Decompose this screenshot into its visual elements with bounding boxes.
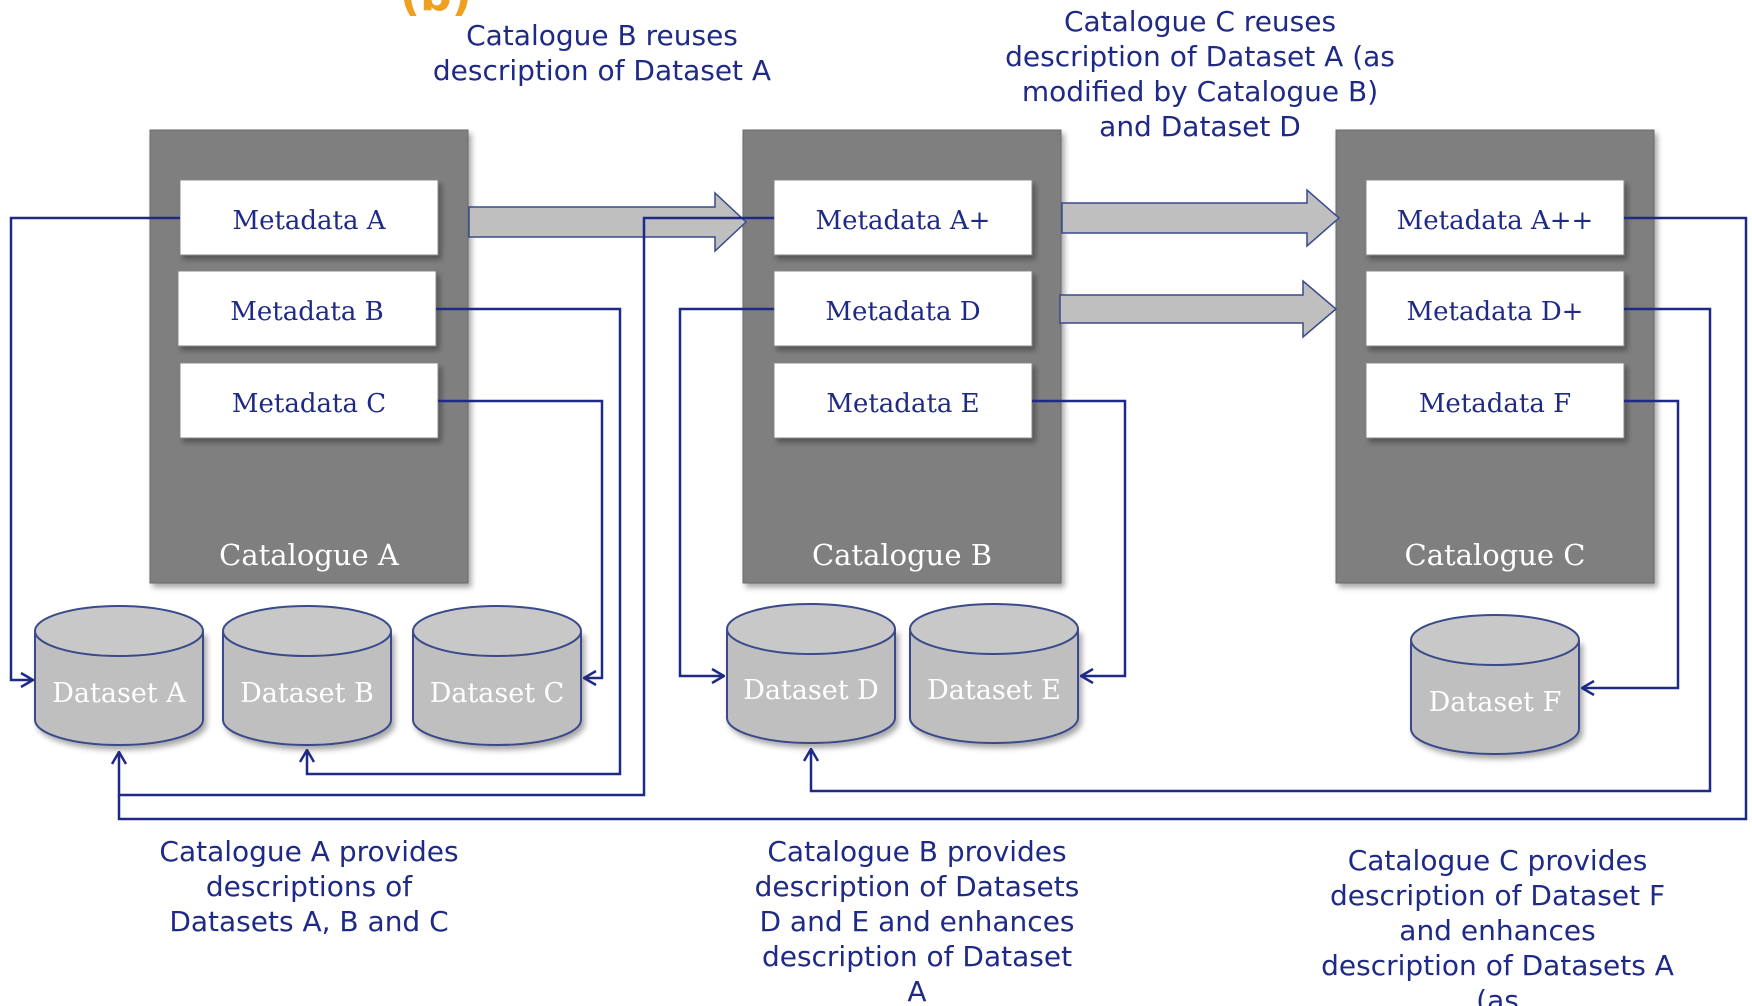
dataset-f: Dataset F xyxy=(1410,614,1580,755)
note-reuse-c: Catalogue C reuses description of Datase… xyxy=(1005,5,1395,143)
metadata-label: Metadata A++ xyxy=(1397,206,1594,236)
metadata-b-box: Metadata B xyxy=(177,270,437,347)
metadata-c-box: Metadata C xyxy=(179,362,439,439)
metadata-label: Metadata D+ xyxy=(1407,297,1584,327)
metadata-label: Metadata A+ xyxy=(816,206,991,236)
catalogue-a-title: Catalogue A xyxy=(219,538,400,572)
metadata-label: Metadata F xyxy=(1419,389,1571,419)
metadata-label: Metadata C xyxy=(232,389,386,419)
metadata-d-plus-box: Metadata D+ xyxy=(1365,270,1625,347)
metadata-f-box: Metadata F xyxy=(1365,362,1625,439)
reuse-arrow-a-to-b xyxy=(468,191,748,253)
note-provide-a: Catalogue A provides descriptions of Dat… xyxy=(159,835,459,938)
connector-metadata-e-to-dataset-e xyxy=(1032,399,1127,676)
reuse-arrow-aplus-to-c xyxy=(1061,188,1341,248)
connector-metadata-c-to-dataset-c xyxy=(438,399,604,678)
connector-metadata-dplus-to-dataset-d xyxy=(811,307,1712,793)
metadata-label: Metadata D xyxy=(825,297,980,327)
metadata-a-box: Metadata A xyxy=(179,179,439,256)
connector-metadata-a-to-dataset-a xyxy=(9,216,180,680)
metadata-label: Metadata E xyxy=(826,389,979,419)
metadata-label: Metadata A xyxy=(232,206,386,236)
dataset-e: Dataset E xyxy=(909,603,1079,744)
dataset-label: Dataset A xyxy=(52,678,186,709)
dataset-label: Dataset C xyxy=(430,678,565,709)
connector-metadata-aplus-to-dataset-a xyxy=(119,216,774,797)
dataset-b: Dataset B xyxy=(222,605,392,746)
dataset-label: Dataset D xyxy=(743,675,879,706)
reuse-arrow-d-to-c xyxy=(1059,279,1338,339)
header-partial: (b) xyxy=(400,0,472,21)
connector-metadata-b-to-dataset-b xyxy=(307,307,622,776)
note-provide-c: Catalogue C provides description of Data… xyxy=(1321,844,1674,1006)
connector-metadata-d-to-dataset-d xyxy=(678,307,774,676)
connector-metadata-f-to-dataset-f xyxy=(1582,399,1680,688)
connectors xyxy=(9,216,1748,821)
dataset-d: Dataset D xyxy=(726,603,896,744)
note-reuse-b: Catalogue B reuses description of Datase… xyxy=(432,19,772,87)
dataset-label: Dataset E xyxy=(927,675,1061,706)
dataset-label: Dataset B xyxy=(240,678,374,709)
metadata-a-plus-box: Metadata A+ xyxy=(773,179,1033,256)
dataset-c: Dataset C xyxy=(412,605,582,746)
metadata-e-box: Metadata E xyxy=(773,362,1033,439)
note-provide-b: Catalogue B provides description of Data… xyxy=(754,835,1080,1006)
metadata-label: Metadata B xyxy=(230,297,383,327)
catalogue-b-title: Catalogue B xyxy=(812,538,992,572)
connector-metadata-aplusplus-to-dataset-a xyxy=(117,216,1748,821)
metadata-a-plus-plus-box: Metadata A++ xyxy=(1365,179,1625,256)
dataset-label: Dataset F xyxy=(1429,687,1562,718)
catalogue-c-title: Catalogue C xyxy=(1405,538,1586,572)
metadata-d-box: Metadata D xyxy=(773,270,1033,347)
dataset-a: Dataset A xyxy=(34,605,204,746)
